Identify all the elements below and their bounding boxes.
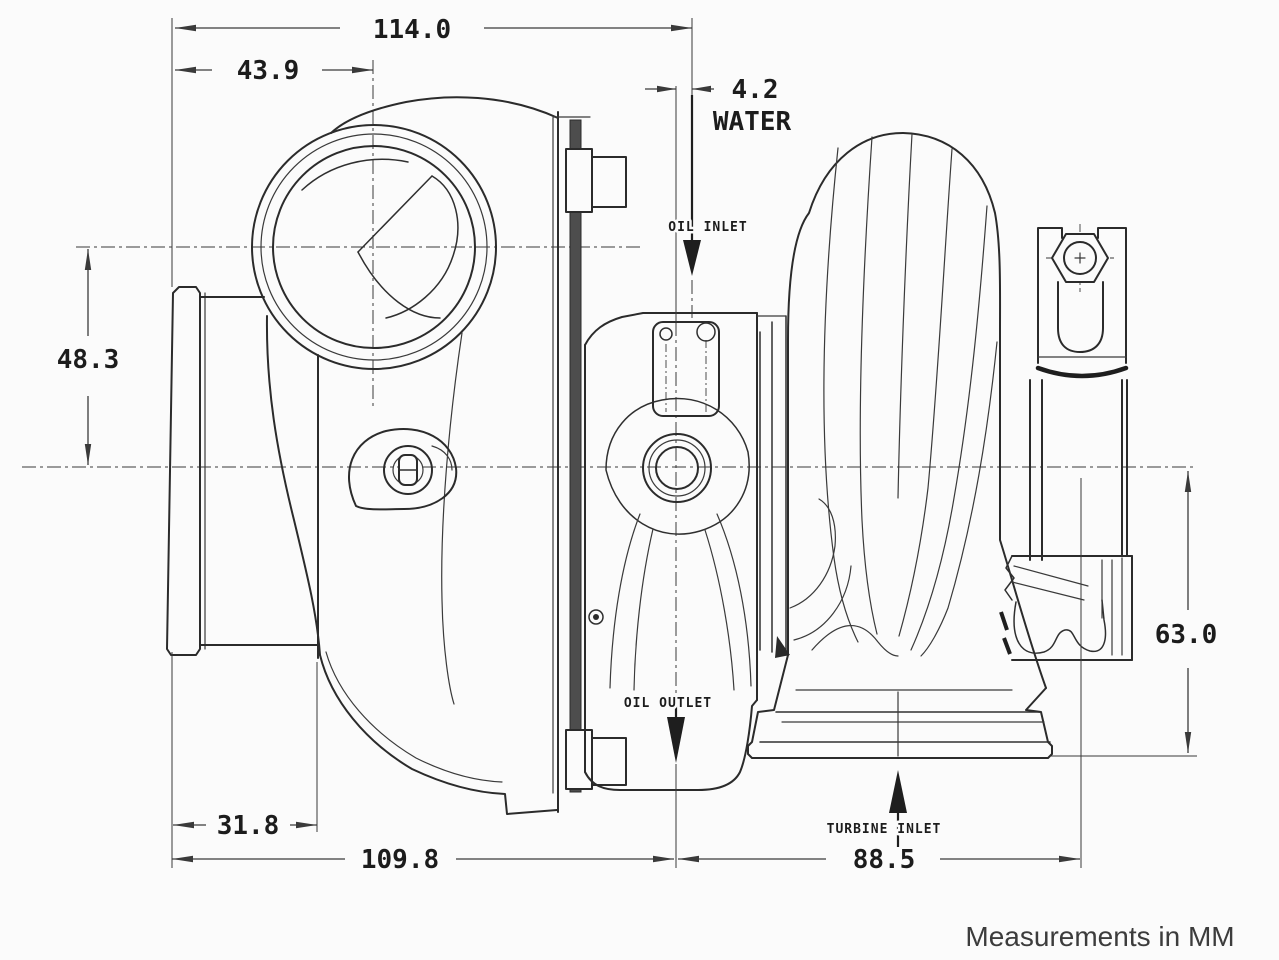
bearing-housing bbox=[584, 312, 758, 791]
extension-lines bbox=[171, 18, 1197, 868]
annotations: 114.0 43.9 4.2 WATER 48.3 63.0 31.8 109.… bbox=[53, 12, 1234, 953]
turbine-inlet-flange bbox=[747, 654, 1053, 759]
turbine-inlet-label: TURBINE INLET bbox=[827, 822, 942, 837]
water-label: WATER bbox=[713, 107, 792, 137]
compressor-housing bbox=[265, 96, 591, 815]
dim-compressor-length-label: 109.8 bbox=[361, 845, 439, 875]
flow-arrows bbox=[667, 95, 907, 847]
dim-turbine-height-label: 63.0 bbox=[1155, 620, 1218, 650]
oil-outlet-arrow-icon bbox=[667, 717, 685, 763]
dim-turbine-length-label: 88.5 bbox=[853, 845, 916, 875]
vband-clamp-section bbox=[999, 555, 1133, 661]
compressor-inlet-pipe bbox=[166, 286, 319, 659]
clamp-plate bbox=[565, 119, 627, 793]
vband-clamp-bracket bbox=[1029, 227, 1129, 561]
oil-inlet-label: OIL INLET bbox=[668, 220, 747, 235]
dimension-lines bbox=[84, 24, 1192, 863]
turbine-inlet-arrow-icon bbox=[889, 770, 907, 813]
centerlines bbox=[22, 60, 1196, 698]
measurements-note: Measurements in MM bbox=[965, 921, 1234, 952]
oil-outlet-label: OIL OUTLET bbox=[624, 696, 712, 711]
compressor-inlet-bore bbox=[251, 124, 497, 370]
dim-water-offset-label: 4.2 bbox=[732, 75, 779, 105]
dim-inducer-height-label: 48.3 bbox=[57, 345, 120, 375]
turbine-housing bbox=[787, 132, 1047, 689]
dim-flange-depth-label: 31.8 bbox=[217, 811, 280, 841]
dim-overall-width-label: 114.0 bbox=[373, 15, 451, 45]
heat-shield bbox=[756, 315, 790, 658]
dim-flange-to-inducer-label: 43.9 bbox=[237, 56, 300, 86]
oil-inlet-arrow-icon bbox=[683, 240, 701, 276]
